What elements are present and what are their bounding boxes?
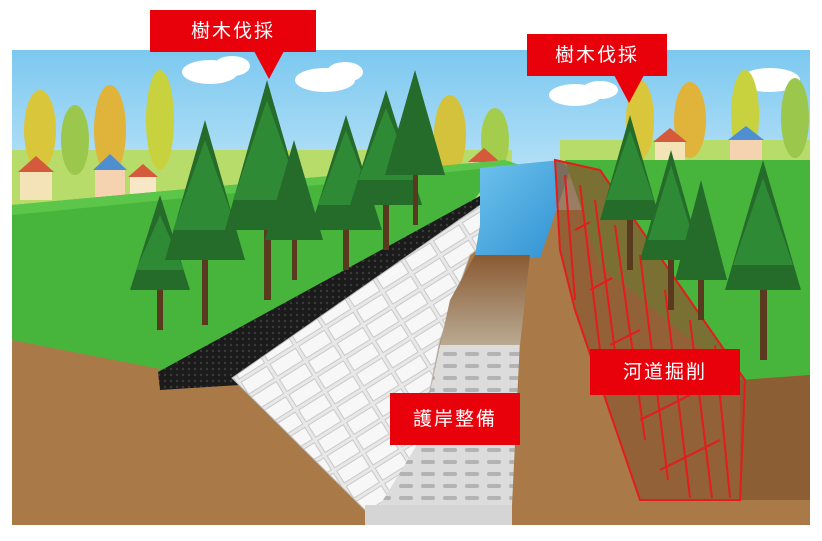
channel-excavation-text: 河道掘削	[622, 360, 707, 383]
right-trees	[600, 115, 801, 360]
tree-felling-pointer-right	[614, 75, 644, 103]
left-trees	[130, 70, 445, 330]
revetment-work-label: 護岸整備	[390, 393, 520, 445]
river-water	[475, 160, 570, 258]
bottom-margin	[0, 525, 822, 537]
left-bank-grass	[12, 160, 505, 370]
tree-felling-label-right: 樹木伐採	[527, 34, 667, 76]
tree-felling-label-left: 樹木伐採	[150, 10, 316, 52]
tree-felling-text-left: 樹木伐採	[190, 19, 275, 42]
tree-felling-text-right: 樹木伐採	[554, 43, 639, 66]
revetment-toe	[365, 505, 512, 525]
excavated-bed	[440, 255, 530, 345]
clouds	[182, 56, 800, 106]
filter-mat	[158, 185, 515, 390]
channel-excavation-label: 河道掘削	[590, 349, 740, 395]
tree-felling-pointer-left	[254, 51, 284, 79]
revetment-work-text: 護岸整備	[412, 407, 497, 430]
right-bank-cut-face	[740, 375, 810, 500]
